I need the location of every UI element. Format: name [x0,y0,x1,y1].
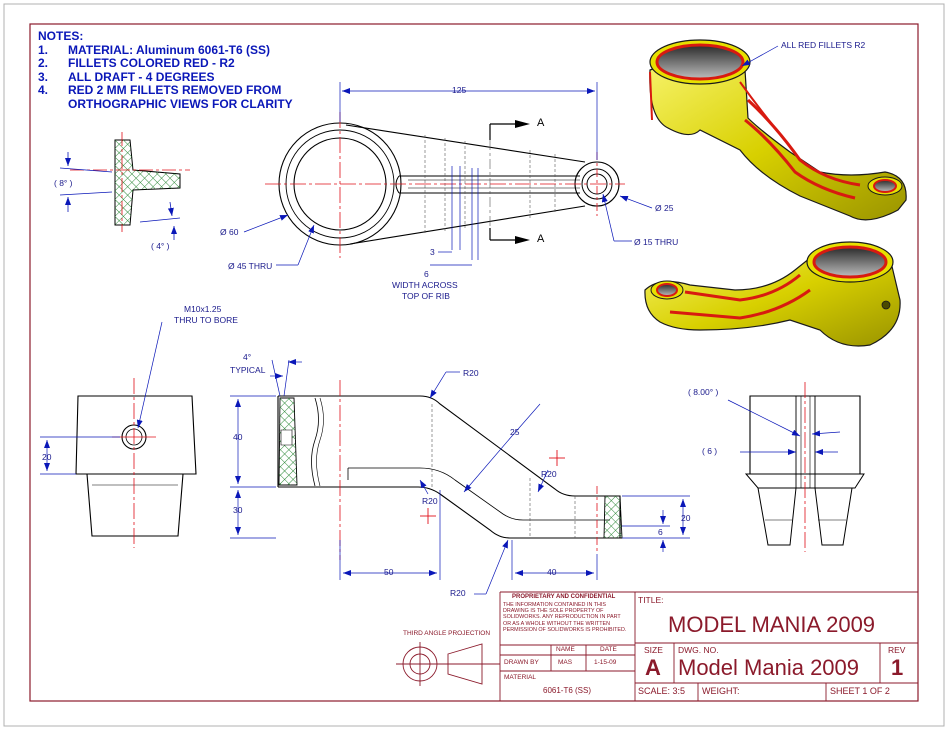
typical-angle: 4° [243,352,252,362]
r20-left: R20 [422,496,438,506]
drawn-by-name: MAS [558,659,573,666]
dim-20-right: 20 [681,513,691,523]
dim-40-vertical: 40 [233,432,243,442]
rib-section-detail [59,132,190,240]
section-a-top-label: A [537,117,545,129]
section-a-bottom-label: A [537,233,545,245]
title-label: TITLE: [638,595,664,605]
note-item: 3.ALL DRAFT - 4 DEGREES [38,69,215,84]
weight-label: WEIGHT: [702,686,740,696]
notes-block: NOTES: 1.MATERIAL: Aluminum 6061-T6 (SS)… [38,29,293,111]
outer-frame [3,3,945,727]
dim-125: 125 [452,85,467,95]
dim-dia-25: Ø 25 [655,203,674,213]
dwg-no-label: DWG. NO. [678,645,719,655]
note-item: 4.RED 2 MM FILLETS REMOVED FROM [38,83,282,97]
note-item: 1.MATERIAL: Aluminum 6061-T6 (SS) [38,42,271,57]
dim-25: 25 [510,427,520,437]
sheet-label: SHEET 1 OF 2 [830,686,890,696]
paren-6-label: ( 6 ) [702,446,718,456]
left-view [40,321,197,548]
all-red-fillets-label: ALL RED FILLETS R2 [781,40,866,50]
size-label: SIZE [644,645,663,655]
dim-dia-45: Ø 45 THRU [228,261,273,271]
dim-50: 50 [384,567,394,577]
note-item: ORTHOGRAPHIC VIEWS FOR CLARITY [68,96,293,111]
thread-callout-2: THRU TO BORE [174,315,238,325]
dim-40-horizontal: 40 [547,567,557,577]
size-value: A [645,655,661,680]
r20-bottom: R20 [450,588,466,598]
r20-mid: R20 [541,469,557,479]
iso-model-top [649,39,907,221]
scale-label: SCALE: 3:5 [638,686,686,696]
dim-dia-60: Ø 60 [220,227,239,237]
right-view [727,382,865,552]
note-item: 2.FILLETS COLORED RED - R2 [38,56,235,70]
proprietary-text: THE INFORMATION CONTAINED IN THIS DRAWIN… [503,602,627,633]
material-label: MATERIAL [504,674,537,681]
angle-4-label: ( 4° ) [151,241,170,251]
drawn-date: 1-15-09 [594,659,617,666]
third-angle-label: THIRD ANGLE PROJECTION [403,630,491,637]
title-value: MODEL MANIA 2009 [668,612,876,637]
r20-top: R20 [463,368,479,378]
dim-3: 3 [430,247,435,257]
date-header: DATE [600,646,617,653]
proprietary-header: PROPRIETARY AND CONFIDENTIAL [512,594,616,600]
width-across-label: WIDTH ACROSS [392,280,458,290]
name-header: NAME [556,646,575,653]
material-value: 6061-T6 (SS) [543,686,592,695]
dim-6: 6 [424,269,429,279]
top-view [243,82,653,266]
iso-model-bottom [644,241,901,347]
rev-value: 1 [891,655,904,680]
notes-header: NOTES: [38,29,84,43]
third-angle-projection-symbol [396,642,500,686]
dim-6-right: 6 [658,527,663,537]
drawn-by-label: DRAWN BY [504,659,539,666]
typical-text: TYPICAL [230,365,266,375]
dim-20-left: 20 [42,452,52,462]
thread-callout: M10x1.25 [184,304,222,314]
rev-label: REV [888,645,906,655]
dwg-no-value: Model Mania 2009 [678,655,860,680]
dim-30-vertical: 30 [233,505,243,515]
top-of-rib-label: TOP OF RIB [402,291,450,301]
dim-dia-15: Ø 15 THRU [634,237,679,247]
drawing-border [29,23,919,702]
title-block-lines [499,591,918,701]
angle-8-00-label: ( 8.00° ) [688,387,719,397]
angle-8-label: ( 8° ) [54,178,73,188]
front-view [230,359,690,595]
